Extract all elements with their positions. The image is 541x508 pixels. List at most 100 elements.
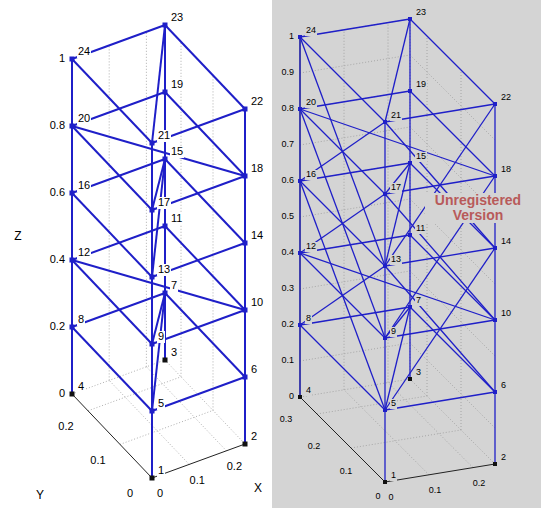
truss-member — [72, 327, 152, 411]
truss-joint — [493, 462, 497, 466]
truss-joint — [408, 17, 412, 21]
truss-member — [385, 248, 495, 410]
axis-line — [300, 37, 301, 397]
truss-member — [164, 226, 166, 293]
node-number: 6 — [250, 364, 258, 376]
node-number: 24 — [305, 26, 317, 35]
truss-member — [385, 104, 495, 122]
axis-line — [72, 59, 73, 394]
truss-member — [152, 293, 165, 411]
truss-member — [409, 235, 410, 307]
truss-joint — [70, 392, 75, 397]
truss-member — [300, 194, 385, 253]
node-number: 5 — [157, 398, 165, 410]
node-number: 18 — [250, 163, 264, 175]
z-tick-label: 0.2 — [280, 320, 295, 329]
truss-joint — [150, 275, 155, 280]
truss-member — [244, 109, 246, 176]
node-number: 3 — [170, 347, 178, 359]
truss-member — [299, 325, 300, 397]
z-tick-label: 0.6 — [49, 187, 66, 199]
node-number: 21 — [390, 111, 402, 120]
truss-member — [72, 25, 165, 59]
grid-line — [146, 367, 226, 451]
truss-member — [410, 235, 495, 320]
truss-member — [152, 310, 245, 344]
node-number: 19 — [415, 80, 427, 89]
grid-line — [461, 70, 462, 430]
node-number: 11 — [415, 224, 426, 233]
node-number: 13 — [157, 264, 171, 276]
truss-member — [300, 307, 410, 325]
grid-line — [351, 430, 461, 448]
truss-member — [494, 248, 495, 320]
truss-joint — [383, 264, 387, 268]
node-number: 1 — [390, 471, 397, 480]
truss-member — [152, 109, 245, 143]
truss-member — [152, 25, 165, 143]
grid-line — [146, 32, 147, 367]
left-background — [0, 0, 272, 508]
node-number: 9 — [157, 331, 165, 343]
z-tick-label: 0.1 — [280, 356, 295, 365]
truss-member — [164, 92, 166, 159]
z-tick-label: 0.4 — [49, 254, 66, 266]
truss-joint — [383, 336, 387, 340]
truss-joint — [243, 375, 248, 380]
truss-joint — [298, 395, 302, 399]
grid-line — [300, 19, 495, 104]
truss-member — [244, 243, 246, 310]
truss-member — [384, 338, 385, 410]
left-truss-plot — [70, 23, 248, 481]
grid-lines — [72, 25, 245, 464]
truss-member — [71, 193, 73, 260]
truss-member — [152, 176, 245, 210]
truss-joint — [493, 102, 497, 106]
node-number: 22 — [250, 96, 264, 108]
truss-member — [300, 37, 385, 122]
grid-line — [72, 159, 245, 243]
grid-line — [300, 91, 495, 176]
truss-joint — [163, 291, 168, 296]
truss-joint — [150, 141, 155, 146]
truss-member — [300, 181, 385, 266]
truss-joint — [383, 408, 387, 412]
node-number: 6 — [500, 381, 507, 390]
truss-member — [385, 104, 495, 266]
x-tick-label: 0.2 — [226, 461, 243, 473]
truss-joint — [243, 174, 248, 179]
node-number: 21 — [157, 130, 171, 142]
node-number: 19 — [170, 79, 184, 91]
truss-member — [385, 392, 495, 410]
right-background — [272, 0, 541, 508]
truss-joint — [163, 23, 168, 28]
grid-line — [165, 25, 166, 360]
truss-member — [244, 176, 246, 243]
truss-joint — [163, 358, 168, 363]
grid-line — [344, 30, 345, 390]
truss-joint — [243, 308, 248, 313]
z-tick-label: 0.6 — [280, 176, 295, 185]
truss-member — [384, 266, 385, 338]
grid-line — [213, 75, 214, 410]
node-number: 1 — [157, 465, 165, 477]
node-number: 11 — [170, 213, 183, 225]
node-number: 22 — [500, 93, 512, 102]
truss-member — [384, 194, 385, 266]
truss-member — [409, 307, 410, 379]
z-tick-label: 1 — [288, 32, 295, 41]
truss-member — [384, 122, 385, 194]
truss-joint — [408, 305, 412, 309]
truss-member — [385, 307, 410, 410]
node-number: 7 — [170, 280, 178, 292]
node-number: 12 — [77, 247, 91, 259]
grid-line — [181, 42, 182, 377]
grid-line — [300, 271, 495, 356]
z-tick-label: 0.8 — [49, 120, 66, 132]
truss-joint — [70, 325, 75, 330]
axis-title: Z — [13, 230, 22, 243]
truss-joint — [298, 179, 302, 183]
truss-joint — [408, 89, 412, 93]
x-tick-label: 0 — [387, 493, 394, 502]
